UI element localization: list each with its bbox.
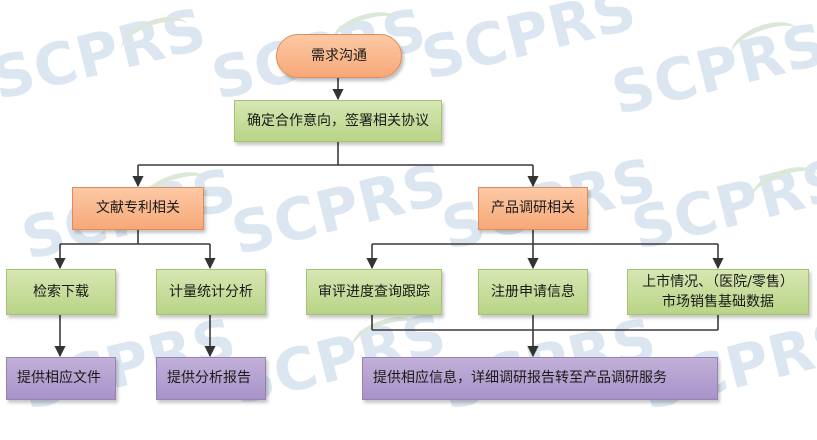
node-product-research: 产品调研相关 <box>478 187 588 230</box>
node-provide-information: 提供相应信息，详细调研报告转至产品调研服务 <box>362 357 718 400</box>
node-provide-report: 提供分析报告 <box>156 357 266 400</box>
node-provide-documents: 提供相应文件 <box>6 357 116 400</box>
node-search-download: 检索下载 <box>6 269 116 315</box>
node-market-data: 上市情况、（医院/零售）市场销售基础数据 <box>627 269 809 315</box>
node-agreement: 确定合作意向，签署相关协议 <box>234 100 442 142</box>
node-literature-patent: 文献专利相关 <box>72 187 204 230</box>
node-metric-analysis: 计量统计分析 <box>156 269 266 315</box>
node-requirements-communication: 需求沟通 <box>276 34 402 78</box>
node-registration-info: 注册申请信息 <box>478 269 588 315</box>
node-review-tracking: 审评进度查询跟踪 <box>306 269 442 315</box>
